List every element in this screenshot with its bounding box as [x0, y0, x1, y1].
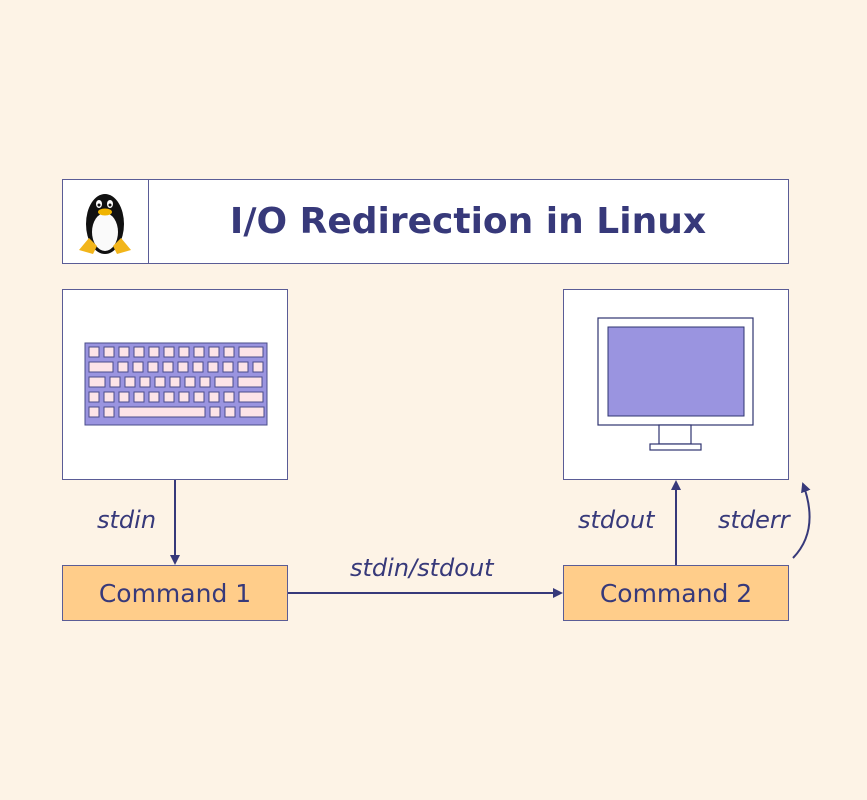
key — [162, 361, 174, 373]
key — [117, 361, 129, 373]
key — [209, 406, 221, 418]
stdin-label: stdin — [97, 506, 157, 534]
key — [118, 406, 206, 418]
key — [133, 391, 145, 403]
key — [169, 376, 181, 388]
key — [237, 376, 263, 388]
key — [222, 361, 234, 373]
key — [118, 346, 130, 358]
key — [147, 361, 159, 373]
key — [199, 376, 211, 388]
key — [124, 376, 136, 388]
key — [88, 406, 100, 418]
key — [178, 391, 190, 403]
key — [224, 406, 236, 418]
stdout-label: stdout — [578, 506, 655, 534]
key — [178, 346, 190, 358]
key — [214, 376, 234, 388]
key — [223, 346, 235, 358]
key — [177, 361, 189, 373]
keyboard-icon — [84, 342, 268, 426]
tux-penguin-icon — [79, 194, 131, 254]
linux-logo-cell — [63, 180, 149, 263]
key — [237, 361, 249, 373]
key — [208, 346, 220, 358]
page-title: I/O Redirection in Linux — [229, 201, 707, 242]
key — [207, 361, 219, 373]
key — [103, 346, 115, 358]
key — [148, 346, 160, 358]
title-bar: I/O Redirection in Linux — [62, 179, 789, 264]
monitor-icon — [597, 317, 754, 451]
key — [238, 346, 264, 358]
key — [132, 361, 144, 373]
key — [193, 391, 205, 403]
stderr-arrow — [792, 482, 811, 559]
key — [184, 376, 196, 388]
key — [163, 346, 175, 358]
key — [148, 391, 160, 403]
monitor-panel — [563, 289, 789, 480]
key — [88, 361, 114, 373]
key — [192, 361, 204, 373]
key — [103, 391, 115, 403]
key — [252, 361, 264, 373]
command-1-node: Command 1 — [62, 565, 288, 621]
stdin-stdout-label: stdin/stdout — [350, 554, 494, 582]
key — [208, 391, 220, 403]
command-2-node: Command 2 — [563, 565, 789, 621]
key — [193, 346, 205, 358]
key — [154, 376, 166, 388]
key — [118, 391, 130, 403]
key — [133, 346, 145, 358]
key — [163, 391, 175, 403]
key — [103, 406, 115, 418]
key — [88, 376, 106, 388]
key — [88, 391, 100, 403]
keyboard-panel — [62, 289, 288, 480]
key — [88, 346, 100, 358]
key — [223, 391, 235, 403]
key — [109, 376, 121, 388]
stderr-label: stderr — [718, 506, 790, 534]
key — [239, 406, 265, 418]
key — [139, 376, 151, 388]
key — [238, 391, 264, 403]
